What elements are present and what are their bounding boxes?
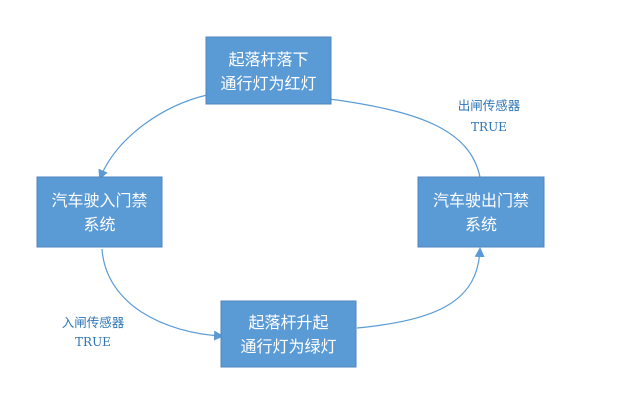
node-label-line2: 系统 [465, 215, 497, 234]
edge-label-line1: 入闸传感器 [62, 315, 125, 330]
edge-label-exit-sensor: 出闸传感器 TRUE [458, 98, 521, 134]
node-car-exits-system: 汽车驶出门禁 系统 [417, 176, 545, 248]
node-label-line2: 系统 [83, 215, 115, 234]
edge-left-to-bottom [101, 248, 224, 341]
node-box [205, 36, 332, 105]
edge-top-to-left [98, 94, 208, 180]
node-label-line1: 起落杆落下 [228, 50, 308, 69]
edge-label-line2: TRUE [471, 120, 507, 134]
edge-label-entry-sensor: 入闸传感器 TRUE [62, 315, 125, 349]
edge-exit-to-top [278, 88, 481, 178]
node-label-line1: 汽车驶入门禁 [51, 191, 147, 210]
edge-bottom-to-right [356, 247, 485, 329]
node-label-line1: 汽车驶出门禁 [433, 191, 529, 210]
edge-label-line2: TRUE [75, 335, 111, 349]
node-label-line2: 通行灯为红灯 [220, 74, 316, 93]
edge-label-line1: 出闸传感器 [458, 98, 521, 113]
node-label-line1: 起落杆升起 [248, 313, 328, 332]
node-gate-down-red-light: 起落杆落下 通行灯为红灯 [205, 36, 332, 105]
node-box [220, 300, 357, 368]
node-label-line2: 通行灯为绿灯 [240, 337, 336, 356]
node-box [417, 176, 545, 248]
node-gate-up-green-light: 起落杆升起 通行灯为绿灯 [220, 300, 357, 368]
node-box [36, 176, 163, 248]
node-car-enters-system: 汽车驶入门禁 系统 [36, 176, 163, 248]
